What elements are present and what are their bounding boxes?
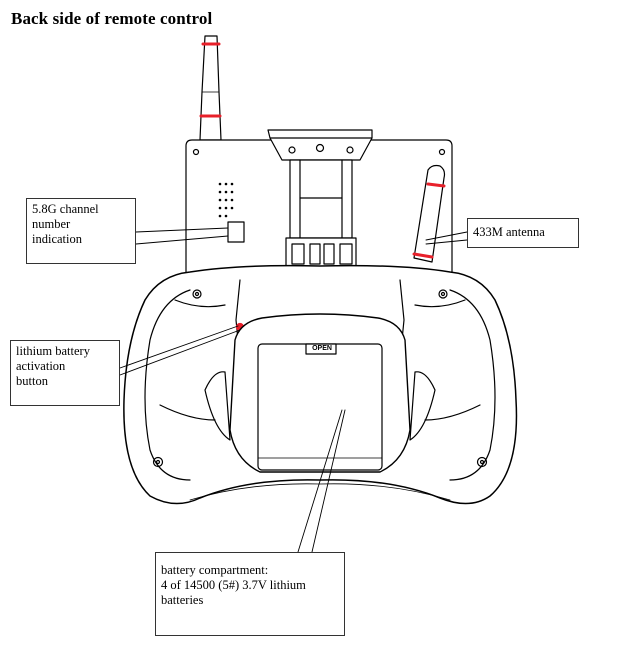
callout-battery-compartment: battery compartment: 4 of 14500 (5#) 3.7… — [155, 552, 345, 636]
callout-433m-antenna-text: 433M antenna — [473, 225, 545, 239]
callout-channel-indication: 5.8G channel number indication — [26, 198, 136, 264]
battery-compartment — [229, 313, 411, 473]
callout-433m-antenna: 433M antenna — [467, 218, 579, 248]
diagram-title: Back side of remote control — [11, 9, 213, 28]
callout-lithium-button: lithium battery activation button — [10, 340, 120, 406]
callout-channel-indication-text: 5.8G channel number indication — [32, 202, 99, 246]
body-bottom-edge — [189, 483, 451, 501]
open-tab-label: OPEN — [312, 345, 332, 352]
leader-lines — [119, 227, 468, 553]
callout-battery-compartment-text: battery compartment: 4 of 14500 (5#) 3.7… — [161, 563, 306, 607]
callout-lithium-button-text: lithium battery activation button — [16, 344, 90, 388]
right-antenna — [412, 164, 446, 263]
phone-mount — [267, 129, 373, 269]
left-antenna — [199, 35, 222, 141]
